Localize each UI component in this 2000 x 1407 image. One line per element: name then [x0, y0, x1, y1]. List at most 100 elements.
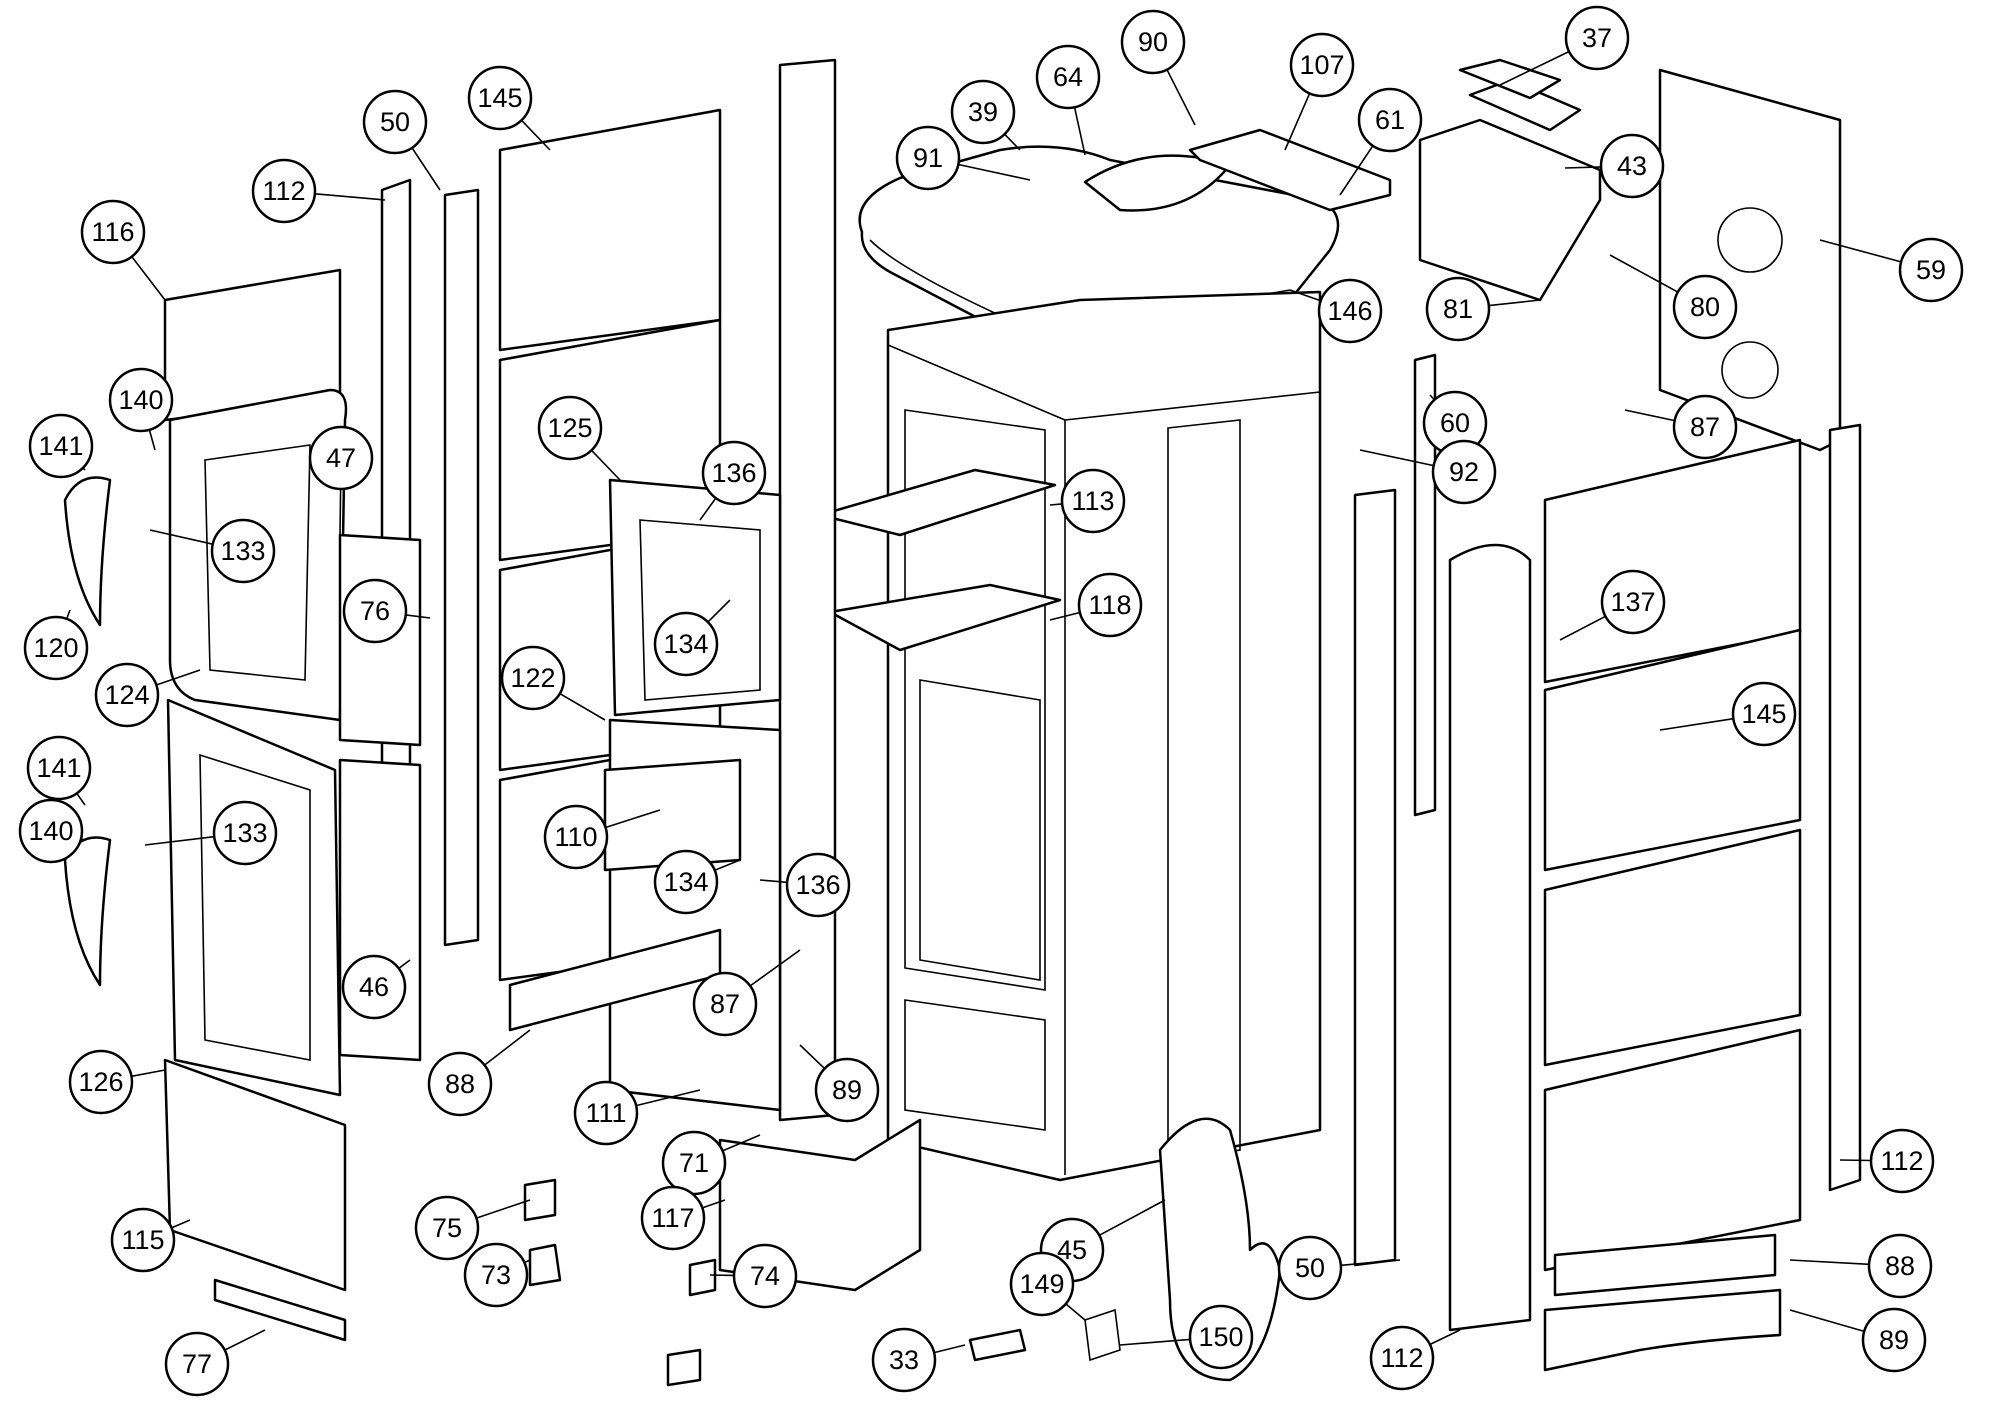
- column-upright: [778, 58, 837, 1122]
- callout-number: 140: [118, 385, 163, 415]
- panel-37: [1458, 58, 1562, 100]
- callout-number: 39: [968, 97, 998, 127]
- part-callout-39: 39: [950, 79, 1016, 145]
- callout-circle: [414, 1195, 480, 1261]
- part-callout-107: 107: [1289, 32, 1355, 98]
- remote-33: [968, 1328, 1027, 1362]
- callout-circle: [1869, 1128, 1935, 1194]
- part-callout-145: 145: [467, 65, 533, 131]
- clip-74: [688, 1258, 717, 1297]
- callout-number: 43: [1617, 151, 1647, 181]
- callout-number: 87: [1690, 412, 1720, 442]
- part-callout-118: 118: [1077, 572, 1143, 638]
- callout-number: 92: [1449, 457, 1479, 487]
- leader-line: [1049, 503, 1063, 506]
- callout-circle: [573, 1080, 639, 1146]
- callout-circle: [28, 413, 94, 479]
- callout-circle: [1861, 1307, 1927, 1373]
- callout-number: 76: [360, 596, 390, 626]
- leader-line: [1789, 1309, 1865, 1333]
- door-126-window: [199, 753, 311, 1061]
- callout-circle: [543, 804, 609, 870]
- callout-circle: [94, 662, 160, 728]
- part-callout-50: 50: [362, 89, 428, 155]
- callout-circle: [692, 971, 758, 1037]
- callout-circle: [26, 735, 92, 801]
- callout-number: 120: [33, 633, 78, 663]
- callout-circle: [732, 1243, 798, 1309]
- callout-number: 136: [795, 870, 840, 900]
- leader-line: [933, 1344, 966, 1354]
- part-callout-76: 76: [342, 578, 408, 644]
- callout-circle: [1731, 681, 1797, 747]
- leader-line: [1789, 1259, 1870, 1266]
- callout-circle: [1672, 394, 1738, 460]
- callout-circle: [212, 800, 278, 866]
- part-callout-134: 134: [653, 611, 719, 677]
- part-callout-120: 120: [23, 615, 89, 681]
- callout-circle: [18, 798, 84, 864]
- leader-line: [605, 809, 661, 829]
- callout-number: 89: [832, 1075, 862, 1105]
- callout-number: 75: [432, 1213, 462, 1243]
- part-callout-146: 146: [1317, 278, 1383, 344]
- leader-line: [1049, 611, 1081, 621]
- leader-line: [314, 193, 386, 201]
- part-callout-89: 89: [1861, 1307, 1927, 1373]
- part-callout-112: 112: [1869, 1128, 1935, 1194]
- callout-circle: [1431, 439, 1497, 505]
- callout-number: 46: [359, 972, 389, 1002]
- leader-line: [405, 614, 431, 619]
- callout-number: 64: [1053, 62, 1083, 92]
- leader-line: [148, 429, 156, 451]
- door-126: [166, 698, 342, 1097]
- callout-circle: [427, 1051, 493, 1117]
- leader-line: [144, 835, 215, 846]
- part-callout-122: 122: [500, 645, 566, 711]
- part-callout-110: 110: [543, 804, 609, 870]
- callout-circle: [1009, 1251, 1075, 1317]
- stove-parts-drawing: [63, 58, 1862, 1387]
- callout-circle: [1188, 1304, 1254, 1370]
- part-callout-91: 91: [895, 125, 961, 191]
- shelf-113: [818, 468, 1057, 537]
- callout-circle: [814, 1057, 880, 1123]
- firebox-inner: [919, 679, 1041, 981]
- stove-body: [886, 290, 1322, 1182]
- callout-number: 112: [1880, 1146, 1923, 1176]
- side-panel: [1543, 828, 1802, 1067]
- callout-number: 112: [1380, 1343, 1423, 1373]
- callout-circle: [871, 1327, 937, 1393]
- pellet-hopper: [1167, 419, 1241, 1161]
- callout-number: 134: [663, 867, 708, 897]
- callout-number: 74: [750, 1261, 780, 1291]
- callout-circle: [1289, 32, 1355, 98]
- part-callout-73: 73: [463, 1242, 529, 1308]
- leader-line: [76, 792, 86, 806]
- callout-circle: [23, 615, 89, 681]
- side-panel-left: [498, 108, 722, 352]
- leader-line: [759, 879, 788, 884]
- leader-line: [1359, 449, 1434, 467]
- leader-line: [1499, 50, 1570, 86]
- callout-number: 91: [913, 143, 943, 173]
- callout-number: 81: [1443, 294, 1473, 324]
- callout-circle: [537, 395, 603, 461]
- leader-line: [484, 1029, 531, 1066]
- leader-line: [131, 256, 166, 301]
- callout-number: 90: [1138, 27, 1168, 57]
- part-callout-115: 115: [110, 1207, 176, 1273]
- column-112-front: [1448, 543, 1532, 1332]
- part-callout-112: 112: [1369, 1325, 1435, 1391]
- callout-circle: [108, 367, 174, 433]
- inner-door-125-window: [639, 519, 761, 701]
- rear-panel: [1658, 68, 1842, 452]
- leader-line: [520, 119, 551, 151]
- part-callout-125: 125: [537, 395, 603, 461]
- callout-number: 117: [651, 1203, 694, 1233]
- callout-circle: [895, 125, 961, 191]
- part-callout-111: 111: [573, 1080, 639, 1146]
- part-callout-140: 140: [18, 798, 84, 864]
